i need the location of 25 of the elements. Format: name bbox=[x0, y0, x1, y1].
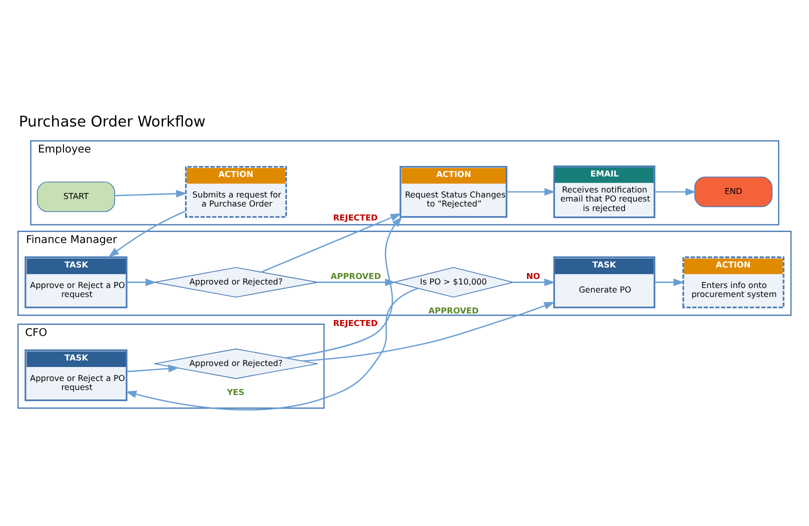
arrow bbox=[128, 278, 156, 286]
arrow bbox=[513, 278, 556, 286]
node-box: START bbox=[36, 182, 116, 212]
edge-label: YES bbox=[226, 386, 244, 397]
edge-label: NO bbox=[526, 271, 540, 282]
arrow bbox=[286, 216, 402, 359]
arrow bbox=[128, 364, 180, 372]
edge-label: APPROVED bbox=[330, 271, 381, 282]
arrow bbox=[302, 302, 555, 362]
arrow bbox=[261, 213, 402, 273]
arrow bbox=[126, 288, 418, 410]
edge-label: REJECTED bbox=[333, 318, 378, 328]
edge-label: REJECTED bbox=[333, 212, 378, 223]
arrow bbox=[108, 210, 186, 258]
arrow bbox=[656, 278, 684, 286]
node-diamond: Approved or Rejected? bbox=[154, 267, 318, 298]
node-diamond: Is PO > $10,000 bbox=[394, 267, 514, 298]
diagram-title: Purchase Order Workflow bbox=[18, 113, 206, 130]
arrow bbox=[114, 190, 187, 198]
arrow bbox=[508, 188, 556, 196]
arrow bbox=[656, 188, 696, 196]
node-diamond: Approved or Rejected? bbox=[154, 348, 318, 379]
arrow bbox=[318, 278, 396, 286]
node-box: END bbox=[694, 176, 772, 208]
edge-label: APPROVED bbox=[428, 306, 479, 316]
